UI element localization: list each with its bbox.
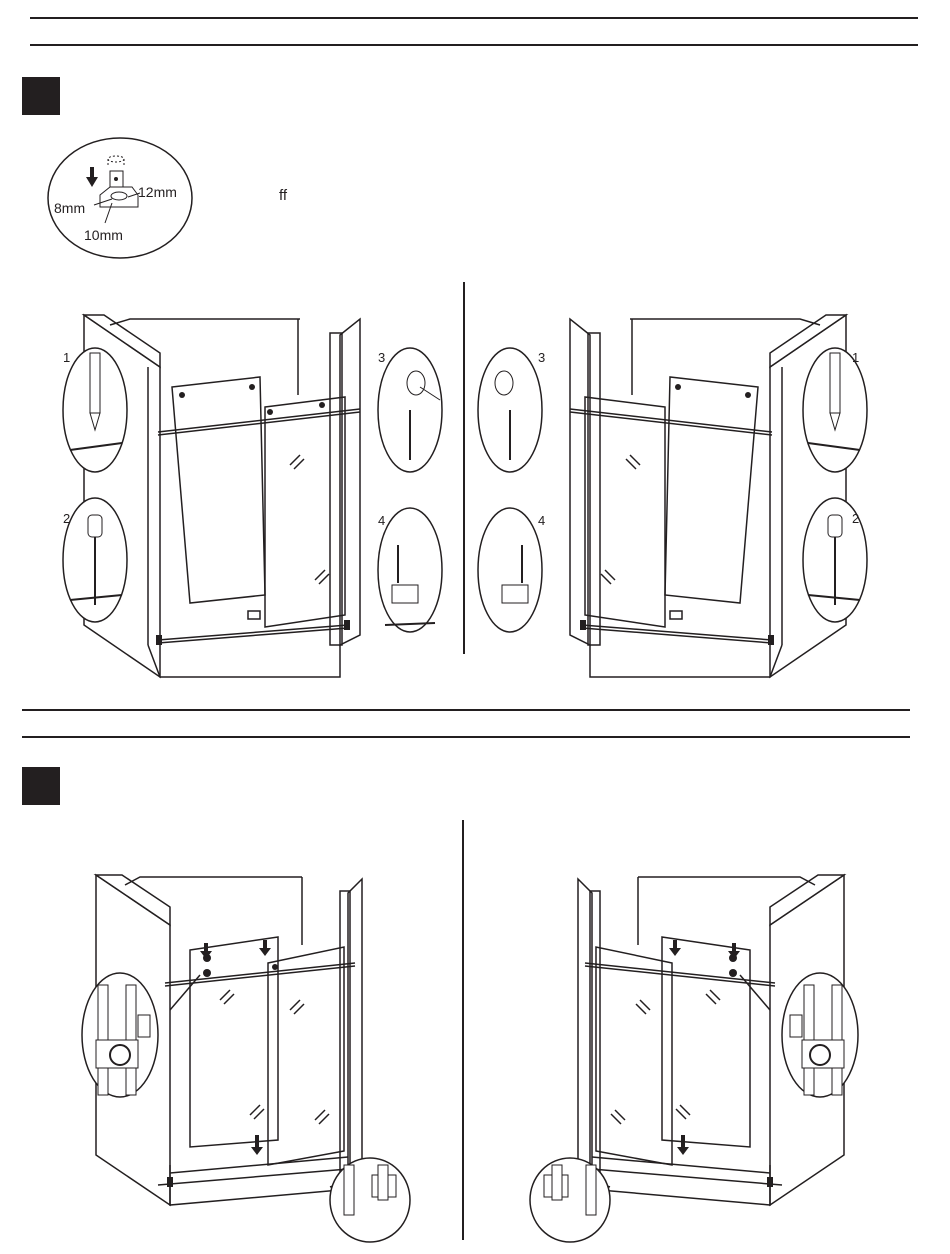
step2-right-enclosure (500, 875, 860, 1245)
callout-1-label-right: 1 (852, 350, 859, 365)
callout-4-label-right: 4 (538, 513, 545, 528)
callout-3-label: 3 (378, 350, 385, 365)
step2-rule-top (22, 709, 910, 711)
step1-right-enclosure: 1 2 3 4 (470, 315, 870, 680)
step2-left-enclosure (80, 875, 420, 1245)
callout-3-label-right: 3 (538, 350, 545, 365)
step1-rule-bottom (30, 44, 918, 46)
step2-divider (462, 820, 464, 1240)
dim-8mm-label: 8mm (54, 200, 85, 216)
step1-number-box (22, 77, 60, 115)
step2-rule-bottom (22, 736, 910, 738)
step1-rule-top (30, 17, 918, 19)
step2-number-box (22, 767, 60, 805)
callout-2-label-right: 2 (852, 511, 859, 526)
dim-10mm-label: 10mm (84, 227, 123, 243)
dim-12mm-label: 12mm (138, 184, 177, 200)
step1-instruction-text: ff (279, 187, 287, 204)
step1-divider (463, 282, 465, 654)
callout-2-label: 2 (63, 511, 70, 526)
callout-4-label: 4 (378, 513, 385, 528)
callout-1-label: 1 (63, 350, 70, 365)
step1-left-enclosure: 1 2 3 4 (60, 315, 450, 680)
bracket-detail: 12mm 8mm 10mm (40, 135, 210, 265)
